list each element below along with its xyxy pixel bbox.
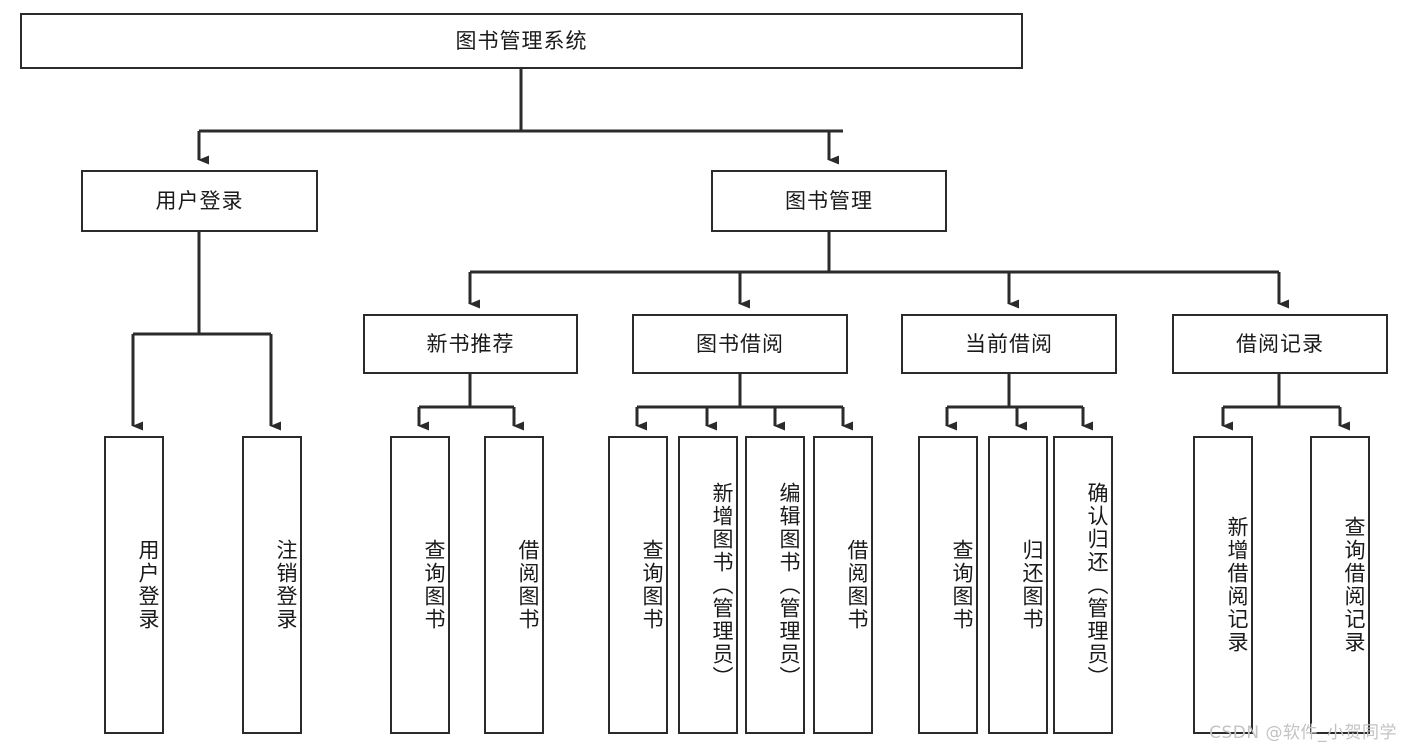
- node-leaf-return-book[interactable]: 归还图书: [988, 436, 1048, 734]
- node-leaf-confirm-return[interactable]: 确认归还（管理员）: [1053, 436, 1113, 734]
- node-user-login-label: 用户登录: [155, 188, 244, 213]
- node-root[interactable]: 图书管理系统: [20, 13, 1023, 69]
- node-leaf-edit-book-label: 编辑图书（管理员）: [777, 481, 801, 689]
- node-leaf-query-borrow-record-label: 查询借阅记录: [1342, 516, 1366, 654]
- node-new-book-recommend-label: 新书推荐: [426, 331, 515, 356]
- node-leaf-borrow-book-label: 借阅图书: [845, 539, 869, 631]
- node-leaf-return-book-label: 归还图书: [1020, 539, 1044, 631]
- node-book-borrow[interactable]: 图书借阅: [632, 314, 848, 374]
- node-new-book-recommend[interactable]: 新书推荐: [363, 314, 578, 374]
- node-leaf-confirm-return-label: 确认归还（管理员）: [1085, 481, 1109, 689]
- node-leaf-query-book-borrow-label: 查询图书: [640, 539, 664, 631]
- node-user-login[interactable]: 用户登录: [81, 170, 318, 232]
- node-leaf-add-borrow-record-label: 新增借阅记录: [1225, 516, 1249, 654]
- node-borrow-record-label: 借阅记录: [1236, 331, 1324, 356]
- node-leaf-user-logout[interactable]: 注销登录: [242, 436, 302, 734]
- node-current-borrow[interactable]: 当前借阅: [901, 314, 1117, 374]
- node-leaf-add-borrow-record[interactable]: 新增借阅记录: [1193, 436, 1253, 734]
- node-leaf-add-book[interactable]: 新增图书（管理员）: [678, 436, 738, 734]
- node-leaf-user-login-label: 用户登录: [136, 539, 160, 631]
- node-leaf-borrow-book[interactable]: 借阅图书: [813, 436, 873, 734]
- node-current-borrow-label: 当前借阅: [965, 331, 1053, 356]
- node-leaf-query-book-current[interactable]: 查询图书: [918, 436, 978, 734]
- node-leaf-query-book-recommend-label: 查询图书: [422, 539, 446, 631]
- csdn-watermark: CSDN @软件_小贺同学: [1209, 723, 1397, 743]
- node-leaf-borrow-book-recommend[interactable]: 借阅图书: [484, 436, 544, 734]
- node-leaf-query-borrow-record[interactable]: 查询借阅记录: [1310, 436, 1370, 734]
- node-leaf-query-book-recommend[interactable]: 查询图书: [390, 436, 450, 734]
- node-leaf-query-book-current-label: 查询图书: [950, 539, 974, 631]
- node-book-management-label: 图书管理: [785, 188, 873, 213]
- node-book-management[interactable]: 图书管理: [711, 170, 947, 232]
- node-book-borrow-label: 图书借阅: [696, 331, 784, 356]
- node-leaf-user-logout-label: 注销登录: [274, 539, 298, 631]
- node-leaf-query-book-borrow[interactable]: 查询图书: [608, 436, 668, 734]
- node-borrow-record[interactable]: 借阅记录: [1172, 314, 1388, 374]
- node-leaf-user-login[interactable]: 用户登录: [104, 436, 164, 734]
- node-leaf-add-book-label: 新增图书（管理员）: [710, 481, 734, 689]
- node-root-label: 图书管理系统: [455, 28, 588, 53]
- node-leaf-borrow-book-recommend-label: 借阅图书: [516, 539, 540, 631]
- node-leaf-edit-book[interactable]: 编辑图书（管理员）: [745, 436, 805, 734]
